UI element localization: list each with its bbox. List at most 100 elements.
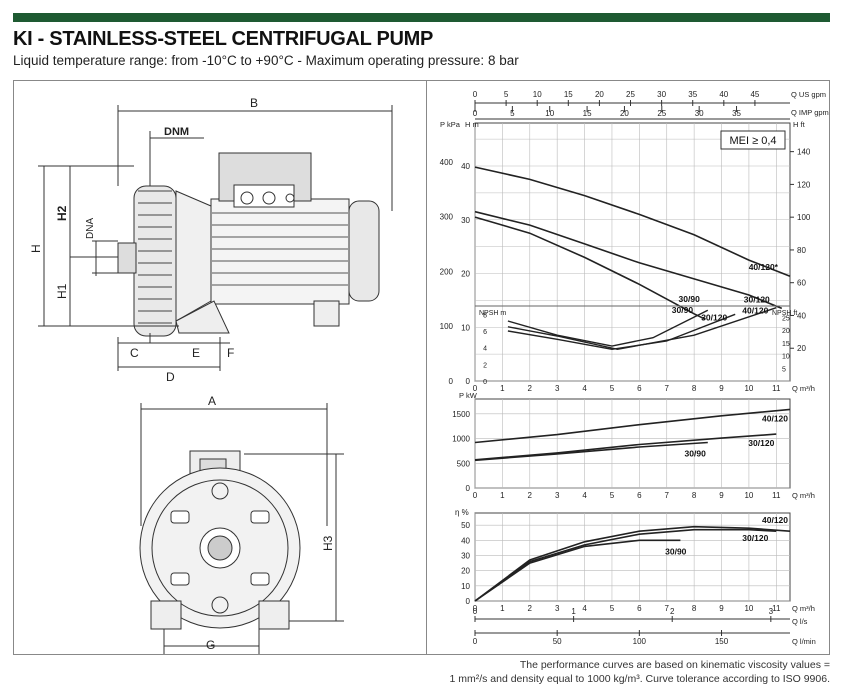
npsh-tick-m: 0 <box>483 379 487 386</box>
x-tick-label-1: 11 <box>772 384 781 393</box>
x-tick-label-1: 8 <box>692 384 697 393</box>
bottom-tick-label-lmin: 100 <box>633 637 647 646</box>
eff-tick-label: 50 <box>461 521 470 530</box>
x-tick-label-2: 7 <box>665 491 670 500</box>
page-subtitle: Liquid temperature range: from -10°C to … <box>13 53 519 68</box>
bottom-tick-label-lmin: 0 <box>473 637 478 646</box>
npsh-tick-ft: 5 <box>782 366 786 373</box>
x-tick-label-1: 9 <box>719 384 724 393</box>
dim-B: B <box>250 96 258 110</box>
front-view <box>139 403 344 654</box>
h-ft-tick-label: 20 <box>797 344 806 353</box>
power-curve <box>474 408 791 444</box>
eff-tick-label: 40 <box>461 536 470 545</box>
eff-tick-label: 0 <box>466 597 471 606</box>
head-curve-40120 <box>474 166 791 277</box>
x-tick-label-2: 0 <box>473 491 478 500</box>
dim-E: E <box>192 346 200 360</box>
dim-H: H <box>29 244 43 253</box>
p-kpa-tick-label: 300 <box>440 213 454 222</box>
eff-curve <box>474 539 681 602</box>
top-tick-label-imp: 5 <box>510 109 515 118</box>
bottom-tick-label-ls: 1 <box>571 607 576 616</box>
dim-DNA: DNA <box>85 218 96 239</box>
h-tick-label: 20 <box>461 270 470 279</box>
x-axis-label-2: Q m³/h <box>792 491 815 500</box>
pressure-value: 8 bar <box>487 53 519 68</box>
top-tick-label-us: 10 <box>533 90 542 99</box>
p-kpa-axis-label: P kPa <box>440 120 461 129</box>
top-tick-label-us: 5 <box>504 90 509 99</box>
x-tick-label-3: 10 <box>744 604 753 613</box>
npsh-tick-m: 2 <box>483 362 487 369</box>
x-tick-label-3: 2 <box>528 604 533 613</box>
head-curve-30120 <box>474 210 783 310</box>
bottom-axis-lmin-label: Q l/min <box>792 637 816 646</box>
x-tick-label-1: 7 <box>665 384 670 393</box>
top-tick-label-us: 40 <box>719 90 728 99</box>
x-axis-label-1: Q m³/h <box>792 384 815 393</box>
x-axis-label-3: Q m³/h <box>792 604 815 613</box>
chart-panel-3 <box>474 512 791 602</box>
p-kpa-tick-label: 0 <box>449 377 454 386</box>
power-curve-label: 30/120 <box>748 438 774 448</box>
power-curve-label: 40/120 <box>762 413 788 423</box>
dim-F: F <box>227 346 234 360</box>
x-tick-label-2: 10 <box>744 491 753 500</box>
temp-value: from -10°C to +90°C <box>171 53 294 68</box>
npsh-curve-label: 30/120 <box>701 312 727 322</box>
x-tick-label-1: 1 <box>500 384 505 393</box>
top-tick-label-us: 0 <box>473 90 478 99</box>
top-tick-label-imp: 0 <box>473 109 478 118</box>
kw-tick-label: 0 <box>466 484 471 493</box>
head-curve-label: 30/120 <box>744 294 770 304</box>
x-tick-label-2: 4 <box>582 491 587 500</box>
head-curve-3090 <box>474 216 706 320</box>
dim-C: C <box>130 346 139 360</box>
h-tick-label: 30 <box>461 216 470 225</box>
chart-panel-2 <box>474 398 791 489</box>
bottom-tick-label-lmin: 150 <box>715 637 729 646</box>
x-tick-label-3: 6 <box>637 604 642 613</box>
top-tick-label-imp: 10 <box>545 109 554 118</box>
kw-tick-label: 1000 <box>452 435 470 444</box>
head-curve-label: 30/90 <box>672 305 694 315</box>
eff-curve <box>474 525 791 602</box>
x-tick-label-1: 10 <box>744 384 753 393</box>
x-tick-label-3: 5 <box>610 604 615 613</box>
p-kpa-tick-label: 400 <box>440 158 454 167</box>
x-tick-label-2: 3 <box>555 491 560 500</box>
h-ft-tick-label: 140 <box>797 148 811 157</box>
h-ft-tick-label: 60 <box>797 279 806 288</box>
dim-H1: H1 <box>55 283 69 299</box>
x-tick-label-1: 5 <box>610 384 615 393</box>
top-tick-label-imp: 15 <box>583 109 592 118</box>
power-curve-label: 30/90 <box>685 449 707 459</box>
x-tick-label-3: 1 <box>500 604 505 613</box>
h-ft-tick-label: 40 <box>797 311 806 320</box>
technical-drawing: B DNM DNA H H1 H2 C E F D A H3 G I <box>29 96 393 654</box>
dim-D: D <box>166 370 175 384</box>
top-tick-label-us: 45 <box>750 90 759 99</box>
dim-G: G <box>206 638 215 652</box>
x-tick-label-3: 4 <box>582 604 587 613</box>
eff-tick-label: 20 <box>461 567 470 576</box>
x-tick-label-3: 7 <box>665 604 670 613</box>
dim-H2: H2 <box>55 205 69 221</box>
x-tick-label-2: 6 <box>637 491 642 500</box>
x-tick-label-1: 0 <box>473 384 478 393</box>
top-tick-label-us: 20 <box>595 90 604 99</box>
subtitle-separator: - <box>293 53 306 68</box>
content-frame <box>13 80 830 655</box>
x-tick-label-1: 4 <box>582 384 587 393</box>
top-tick-label-us: 35 <box>688 90 697 99</box>
x-tick-label-3: 3 <box>555 604 560 613</box>
x-tick-label-1: 3 <box>555 384 560 393</box>
x-tick-label-3: 0 <box>473 604 478 613</box>
npsh-curve <box>507 309 709 347</box>
footnote: The performance curves are based on kine… <box>449 658 830 686</box>
x-tick-label-1: 6 <box>637 384 642 393</box>
eff-tick-label: 30 <box>461 551 470 560</box>
dim-H3: H3 <box>321 535 335 551</box>
